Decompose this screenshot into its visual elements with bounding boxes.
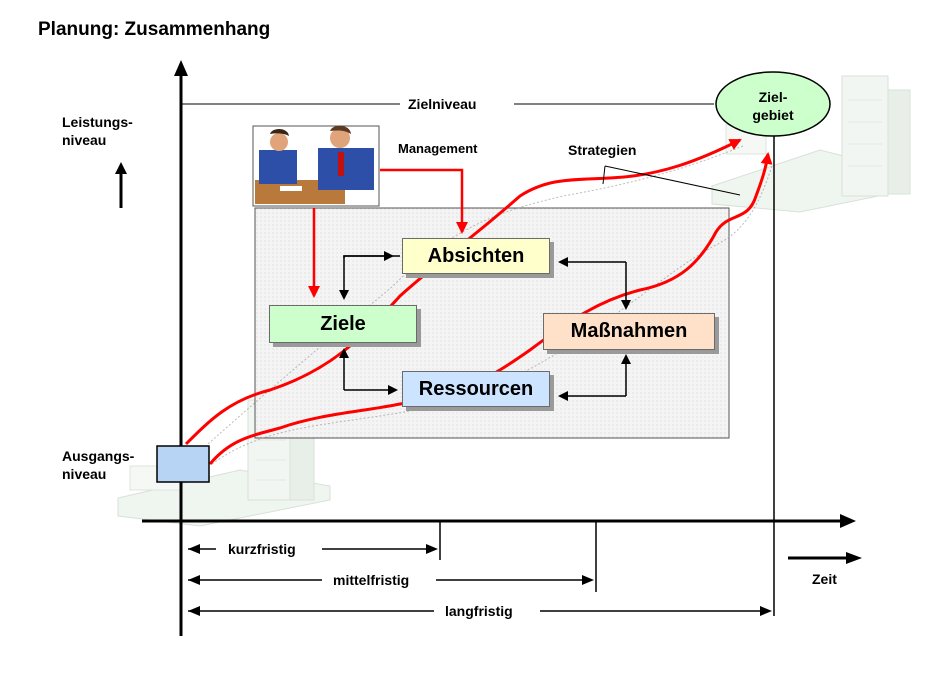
management-to-absichten-arrow bbox=[380, 168, 468, 234]
strategies-callout-line-2 bbox=[602, 165, 606, 185]
absichten-massnahmen-connector bbox=[558, 257, 631, 310]
ressourcen-massnahmen-connector bbox=[558, 354, 631, 401]
ziele-ressourcen-connector bbox=[339, 348, 398, 395]
y-axis-arrowhead bbox=[174, 60, 188, 76]
x-axis-label: Zeit bbox=[812, 571, 837, 587]
time-arrowhead bbox=[846, 552, 862, 564]
goal-area-ellipse bbox=[715, 71, 831, 137]
y-axis-label: Leistungs- niveau bbox=[62, 114, 133, 148]
goal-level-label: Zielniveau bbox=[408, 96, 477, 112]
node-ziele: Ziele bbox=[269, 305, 417, 343]
medium-term-arrow bbox=[188, 575, 594, 585]
node-absichten: Absichten bbox=[402, 238, 550, 274]
horizon-long-label: langfristig bbox=[445, 603, 513, 619]
management-label: Management bbox=[398, 141, 478, 156]
horizon-medium-label: mittelfristig bbox=[333, 572, 410, 588]
path-shadow-lower bbox=[211, 165, 773, 465]
x-axis-arrowhead bbox=[840, 514, 856, 528]
start-level-label: Ausgangs- niveau bbox=[62, 448, 135, 482]
start-level-box bbox=[156, 445, 210, 483]
business-meeting-illustration-icon bbox=[252, 125, 380, 207]
node-massnahmen: Maßnahmen bbox=[543, 313, 715, 350]
page-title: Planung: Zusammenhang bbox=[38, 19, 271, 40]
strategies-callout-line bbox=[604, 165, 741, 196]
performance-up-arrowhead bbox=[115, 162, 127, 174]
long-term-arrow bbox=[188, 606, 772, 616]
short-term-arrow bbox=[188, 544, 438, 554]
node-ressourcen: Ressourcen bbox=[402, 371, 550, 407]
horizon-short-label: kurzfristig bbox=[228, 541, 296, 557]
goal-area-label: Ziel- gebiet bbox=[752, 89, 794, 123]
strategies-label: Strategien bbox=[568, 142, 637, 158]
absichten-ziele-connector bbox=[339, 251, 400, 300]
city-buildings-right-icon bbox=[711, 75, 911, 213]
